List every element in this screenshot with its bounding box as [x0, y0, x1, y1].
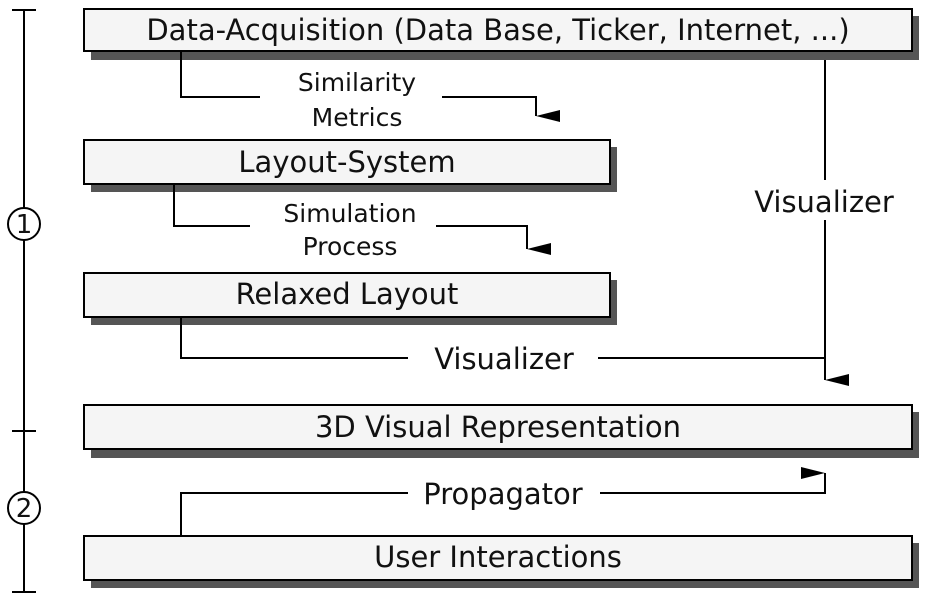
edge-propagator: Propagator — [180, 467, 826, 536]
box-visual-representation: 3D Visual Representation — [83, 404, 919, 458]
phase-2-label: 2 — [16, 494, 33, 524]
edge-visualizer-horizontal: Visualizer — [180, 318, 825, 376]
box-user-interactions-label: User Interactions — [374, 540, 622, 574]
simulation-label-line2: Process — [303, 232, 398, 261]
box-user-interactions: User Interactions — [83, 535, 919, 588]
similarity-label-line2: Metrics — [312, 103, 403, 132]
visualizer-horizontal-label: Visualizer — [434, 342, 574, 376]
phase-2-circle — [7, 491, 41, 525]
box-layout-system: Layout-System — [83, 139, 617, 192]
box-visual-representation-label: 3D Visual Representation — [315, 410, 681, 444]
box-acquisition-label: Data-Acquisition (Data Base, Ticker, Int… — [146, 13, 849, 47]
phase-1-label: 1 — [16, 210, 33, 240]
box-relaxed-layout-label: Relaxed Layout — [236, 277, 459, 311]
box-acquisition: Data-Acquisition (Data Base, Ticker, Int… — [83, 8, 919, 60]
box-layout-system-label: Layout-System — [238, 145, 455, 179]
edge-similarity-metrics: Similarity Metrics — [180, 52, 560, 132]
edge-visualizer-vertical: Visualizer — [754, 60, 894, 386]
edge-simulation-process: Simulation Process — [173, 185, 551, 261]
visualizer-vertical-label: Visualizer — [754, 185, 894, 219]
phase-1-circle — [7, 207, 41, 241]
similarity-label-line1: Similarity — [298, 68, 416, 97]
box-relaxed-layout: Relaxed Layout — [83, 272, 617, 325]
propagator-label: Propagator — [423, 477, 582, 511]
simulation-label-line1: Simulation — [283, 199, 416, 228]
phase-bracket: 1 2 — [7, 9, 41, 593]
